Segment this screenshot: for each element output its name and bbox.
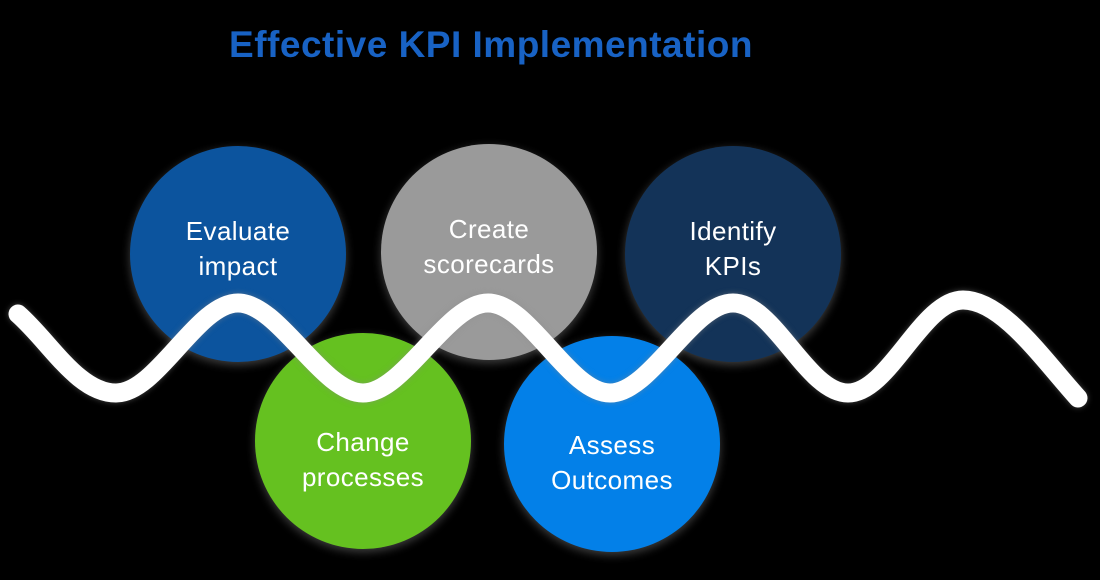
page-title: Effective KPI Implementation <box>229 24 753 65</box>
step-label-line: Create <box>448 214 530 244</box>
step-label-line: Outcomes <box>551 465 673 495</box>
step-circle-evaluate-impact: Evaluate impact <box>130 146 346 362</box>
step-circle-create-scorecards: Create scorecards <box>381 144 597 360</box>
step-label-line: Identify <box>689 216 777 246</box>
step-circle-identify-kpis: Identify KPIs <box>625 146 841 362</box>
step-label-line: scorecards <box>423 249 555 279</box>
step-label-line: Assess <box>568 430 656 460</box>
step-label-line: processes <box>301 462 425 492</box>
step-label-line: KPIs <box>704 251 762 281</box>
step-label-line: impact <box>198 251 278 281</box>
step-circle-assess-outcomes: Assess Outcomes <box>504 336 720 552</box>
step-label-line: Evaluate <box>185 216 291 246</box>
step-circle-change-processes: Change processes <box>255 333 471 549</box>
step-label-line: Change <box>316 427 410 457</box>
